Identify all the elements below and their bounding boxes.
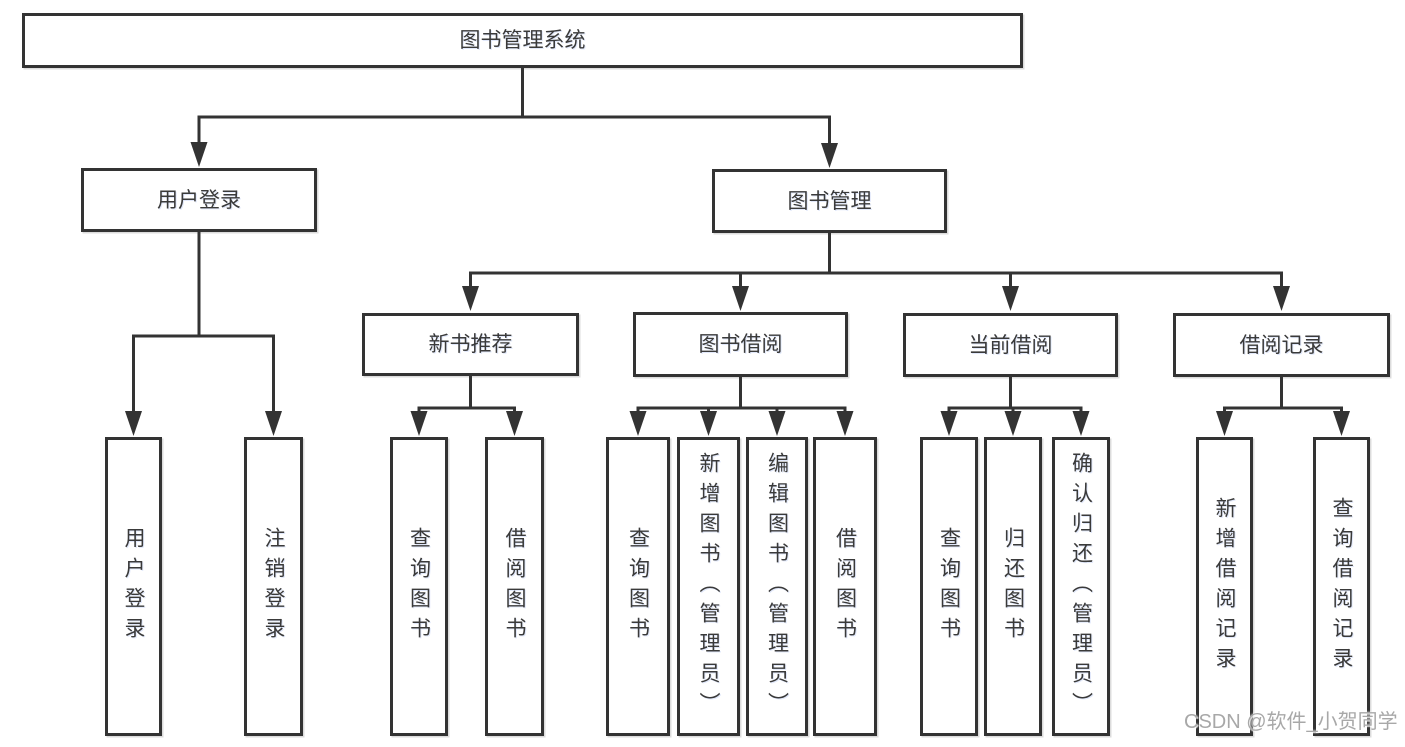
arrowhead-down-icon [125, 411, 142, 436]
arrowhead-down-icon [1072, 411, 1090, 436]
leaf-logout: 注销登录 [244, 437, 303, 736]
leaf-label: 确认归还（管理员） [1069, 451, 1093, 722]
leaf-query-books-current: 查询图书 [920, 437, 978, 736]
arrowhead-down-icon [190, 142, 208, 167]
node-current-borrowing: 当前借阅 [903, 313, 1118, 377]
arrowhead-down-icon [1273, 286, 1290, 311]
node-label: 用户登录 [157, 188, 241, 212]
arrowhead-down-icon [940, 411, 958, 436]
arrowhead-down-icon [1002, 286, 1019, 311]
leaf-confirm-return-admin: 确认归还（管理员） [1052, 437, 1110, 736]
leaf-label: 归还图书 [1001, 526, 1025, 647]
leaf-label: 借阅图书 [833, 526, 857, 647]
node-new-book-recommend: 新书推荐 [362, 313, 579, 376]
arrowhead-down-icon [629, 411, 647, 436]
arrowhead-down-icon [700, 411, 717, 436]
node-label: 图书管理 [787, 189, 872, 213]
leaf-borrow-books: 借阅图书 [813, 437, 877, 736]
arrowhead-down-icon [768, 411, 786, 436]
arrowhead-down-icon [1216, 411, 1233, 436]
leaf-user-login: 用户登录 [105, 437, 162, 736]
arrowhead-down-icon [1004, 411, 1022, 436]
node-borrowing-records: 借阅记录 [1173, 313, 1390, 377]
node-label: 借阅记录 [1239, 333, 1324, 357]
leaf-add-borrow-record: 新增借阅记录 [1196, 437, 1253, 736]
leaf-label: 借阅图书 [503, 526, 526, 647]
leaf-label: 查询图书 [407, 526, 431, 647]
arrowhead-down-icon [265, 411, 282, 436]
arrowhead-down-icon [821, 143, 838, 168]
node-book-borrowing: 图书借阅 [633, 312, 848, 377]
leaf-return-books: 归还图书 [984, 437, 1042, 736]
node-root-system: 图书管理系统 [22, 13, 1023, 68]
leaf-label: 注销登录 [262, 526, 285, 647]
node-root-label: 图书管理系统 [459, 29, 586, 52]
node-user-login-group: 用户登录 [81, 168, 317, 232]
leaf-label: 用户登录 [122, 526, 145, 647]
arrowhead-down-icon [410, 411, 428, 436]
leaf-borrow-books-recommend: 借阅图书 [485, 437, 544, 736]
leaf-edit-book-admin: 编辑图书（管理员） [746, 437, 808, 736]
csdn-watermark: CSDN @软件_小贺同学 [1184, 711, 1398, 733]
node-book-management: 图书管理 [712, 169, 947, 233]
leaf-add-book-admin: 新增图书（管理员） [677, 437, 740, 736]
leaf-label: 新增图书（管理员） [697, 451, 720, 722]
leaf-label: 查询借阅记录 [1330, 496, 1353, 677]
arrowhead-down-icon [462, 286, 479, 311]
arrowhead-down-icon [836, 411, 854, 436]
arrowhead-down-icon [506, 411, 523, 436]
leaf-label: 新增借阅记录 [1213, 496, 1236, 677]
leaf-label: 编辑图书（管理员） [765, 451, 789, 722]
leaf-query-books-borrowing: 查询图书 [606, 437, 670, 736]
leaf-label: 查询图书 [937, 526, 961, 647]
arrowhead-down-icon [1333, 411, 1350, 436]
leaf-query-books-recommend: 查询图书 [390, 437, 448, 736]
leaf-query-borrow-record: 查询借阅记录 [1313, 437, 1370, 736]
arrowhead-down-icon [732, 286, 749, 311]
node-label: 图书借阅 [698, 333, 783, 356]
node-label: 当前借阅 [968, 333, 1053, 357]
leaf-label: 查询图书 [626, 526, 650, 647]
node-label: 新书推荐 [428, 333, 513, 356]
